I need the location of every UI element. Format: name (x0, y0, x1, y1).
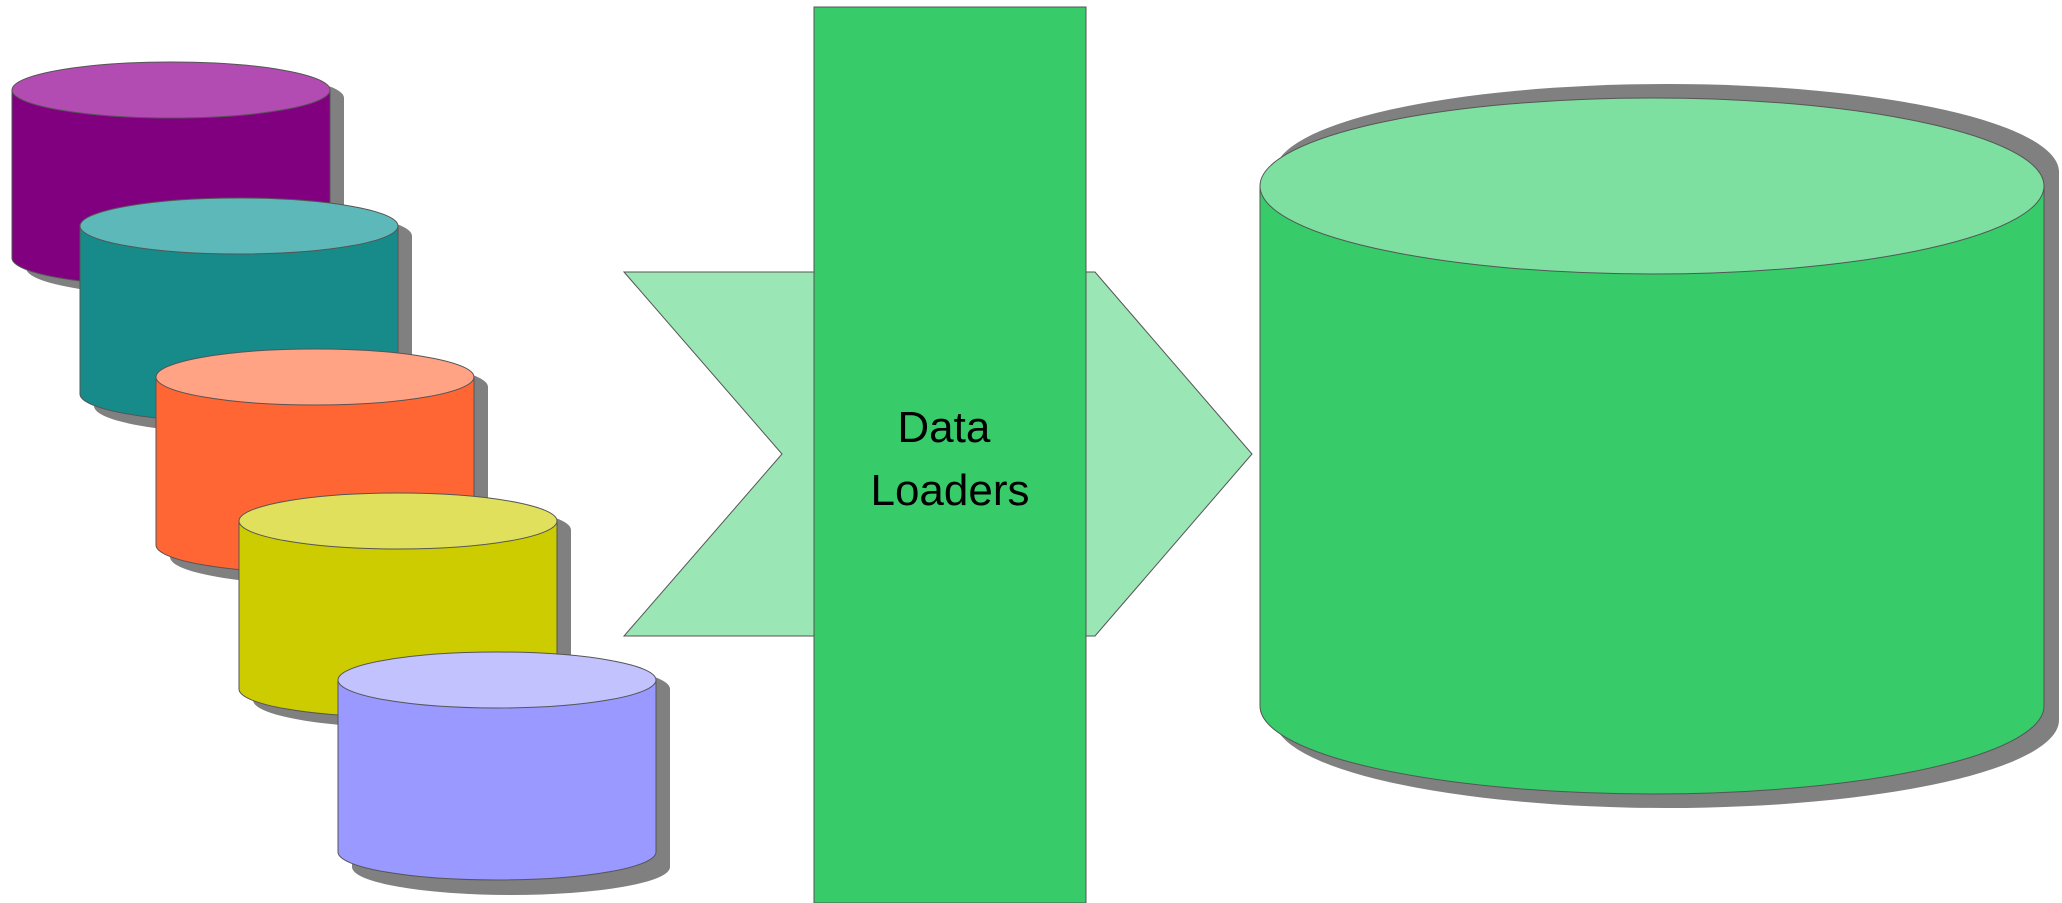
data-loaders-label: Data Loaders (870, 403, 1029, 515)
cylinder-top (238, 492, 558, 550)
cylinder-top (155, 348, 475, 406)
target-database (1259, 84, 2059, 808)
cylinder-top (79, 197, 399, 255)
cylinder-body (337, 679, 657, 881)
source-database-lavender (337, 651, 670, 895)
cylinder-body (1259, 185, 2045, 795)
cylinder-top (337, 651, 657, 709)
cylinder-top (1259, 97, 2045, 275)
data-loaders-label-line2: Loaders (870, 466, 1029, 515)
data-loaders-box (813, 6, 1087, 903)
data-loaders-label-line1: Data (897, 403, 990, 452)
cylinder-top (11, 61, 331, 119)
